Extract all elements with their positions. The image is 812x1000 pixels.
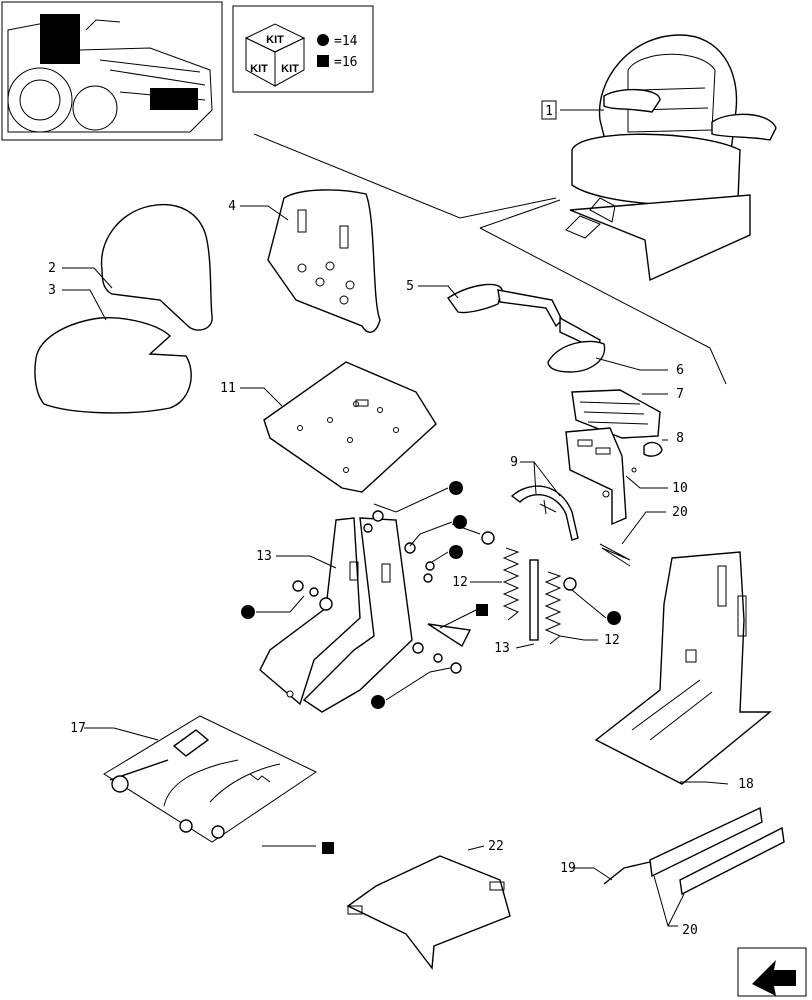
kit-marker-circles xyxy=(241,481,621,854)
tension-spring-parts xyxy=(502,547,562,645)
leader-9 xyxy=(520,461,561,497)
leader-4 xyxy=(240,205,289,221)
knob-part xyxy=(643,441,663,457)
circle-kit-marker-icon xyxy=(449,481,463,495)
circle-kit-marker-icon xyxy=(449,545,463,559)
callout-2: 2 xyxy=(48,261,56,276)
suspension-frame-part xyxy=(259,517,413,713)
leader-3 xyxy=(62,289,107,321)
leader-17 xyxy=(84,727,159,741)
backrest-cushion-part xyxy=(100,204,213,331)
cable-kit-group xyxy=(103,715,318,843)
circle-kit-quantity: =14 xyxy=(334,34,358,49)
kit-cube-top-label: KIT xyxy=(266,34,284,46)
leader-6 xyxy=(595,357,668,371)
leader-19 xyxy=(572,867,613,881)
leader-18 xyxy=(680,781,729,785)
adjustment-lever-part xyxy=(510,485,579,541)
callout-1: 1 xyxy=(545,104,553,119)
kit-legend: KIT KIT KIT =14 =16 xyxy=(232,5,374,93)
leader-10 xyxy=(625,475,668,489)
tractor-cab-thumbnail-icon xyxy=(1,1,223,141)
callout-18: 18 xyxy=(738,777,754,792)
kit-marker-leaders xyxy=(256,487,607,701)
adjuster-bracket-part xyxy=(571,389,661,439)
callout-9: 9 xyxy=(510,455,518,470)
leader-12b xyxy=(559,635,598,641)
callout-4: 4 xyxy=(228,199,236,214)
complete-seat-part xyxy=(565,34,777,282)
callout-5: 5 xyxy=(406,279,414,294)
leader-22 xyxy=(467,845,485,851)
square-kit-marker-icon xyxy=(322,842,334,854)
circle-kit-marker-icon xyxy=(317,34,329,46)
slide-rail-parts xyxy=(603,806,785,896)
callout-12a: 12 xyxy=(452,575,468,590)
circle-kit-marker-icon xyxy=(607,611,621,625)
square-kit-quantity: =16 xyxy=(334,55,357,70)
leader-13 xyxy=(515,643,535,649)
callout-6: 6 xyxy=(676,363,684,378)
leader-21 xyxy=(621,511,666,545)
group-boundary-lines xyxy=(253,133,727,385)
square-kit-marker-icon xyxy=(317,55,329,67)
callout-3: 3 xyxy=(48,283,56,298)
bolt-hardware-parts xyxy=(292,510,577,674)
callout-1-box xyxy=(541,100,557,120)
callout-21: 20 xyxy=(672,505,688,520)
callout-15: 13 xyxy=(256,549,272,564)
base-frame-part xyxy=(594,551,772,785)
mounting-bracket-part xyxy=(346,855,511,970)
leader-15 xyxy=(276,555,337,569)
leader-5 xyxy=(418,285,459,299)
callout-19: 19 xyxy=(560,861,576,876)
right-armrest-part xyxy=(547,316,606,373)
kit-cube-left-label: KIT xyxy=(250,63,268,75)
left-armrest-part xyxy=(447,283,563,328)
callout-22: 22 xyxy=(488,839,504,854)
callout-7: 7 xyxy=(676,387,684,402)
kit-cube-right-label: KIT xyxy=(281,63,299,75)
seat-pan-part xyxy=(263,361,437,493)
leader-2 xyxy=(62,267,113,289)
leader-11 xyxy=(240,387,283,407)
callout-20: 20 xyxy=(682,923,698,938)
backrest-frame-part xyxy=(267,189,381,333)
callout-8: 8 xyxy=(676,431,684,446)
callout-12b: 12 xyxy=(604,633,620,648)
next-page-arrow-icon[interactable] xyxy=(737,947,807,997)
seat-cushion-part xyxy=(34,317,192,414)
circle-kit-marker-icon xyxy=(371,695,385,709)
mounting-plate-part xyxy=(565,427,637,526)
callout-13: 13 xyxy=(494,641,510,656)
leader-20 xyxy=(653,875,685,927)
circle-kit-marker-icon xyxy=(241,605,255,619)
callout-11: 11 xyxy=(220,381,236,396)
callout-10: 10 xyxy=(672,481,688,496)
square-kit-marker-icon xyxy=(476,604,488,616)
callout-17: 17 xyxy=(70,721,86,736)
spring-clip-part xyxy=(599,543,631,567)
